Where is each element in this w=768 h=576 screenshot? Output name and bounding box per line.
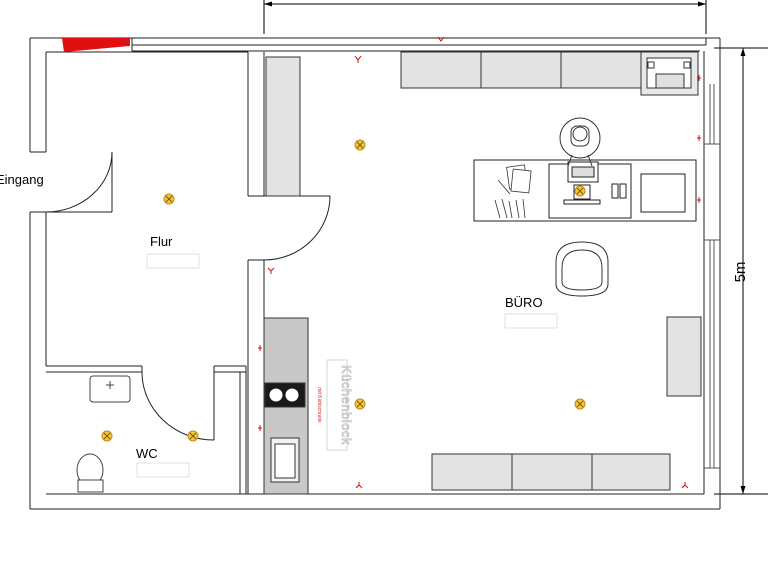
room-label-entrance: Eingang (0, 172, 44, 187)
top-cabinets (400, 51, 642, 89)
entrance-door (45, 151, 113, 213)
red-marker (62, 38, 130, 52)
outer-walls (29, 37, 721, 510)
kitchen-block (263, 317, 309, 495)
kitchen-label: Küchenblock (339, 365, 354, 445)
wc-door (141, 371, 215, 441)
side-cabinet (666, 316, 702, 397)
printer (640, 51, 699, 96)
interior-walls (46, 52, 265, 494)
room-label-wc: WC (136, 446, 158, 461)
room-label-office: BÜRO (505, 295, 543, 310)
office-chair (559, 117, 601, 167)
wardrobe (265, 56, 301, 197)
desk-papers (494, 164, 532, 219)
power-outlets (258, 36, 701, 489)
dimension-label-height: 5m (732, 262, 749, 283)
windows-right (704, 84, 720, 469)
kitchen-note: mit Kühlschrank (316, 387, 322, 423)
room-label-hall: Flur (150, 234, 173, 249)
bottom-cabinets (431, 453, 671, 491)
wc-toilet (76, 453, 104, 493)
wc-sink (89, 375, 131, 403)
ceiling-lights (101, 139, 586, 442)
armchair (555, 241, 609, 297)
top-dimension-line (263, 0, 707, 34)
right-dimension-line (714, 47, 768, 495)
room-info-boxes (136, 253, 558, 478)
kitchen-label-group: Küchenblock mit Kühlschrank (316, 359, 354, 451)
office-door (263, 195, 331, 261)
